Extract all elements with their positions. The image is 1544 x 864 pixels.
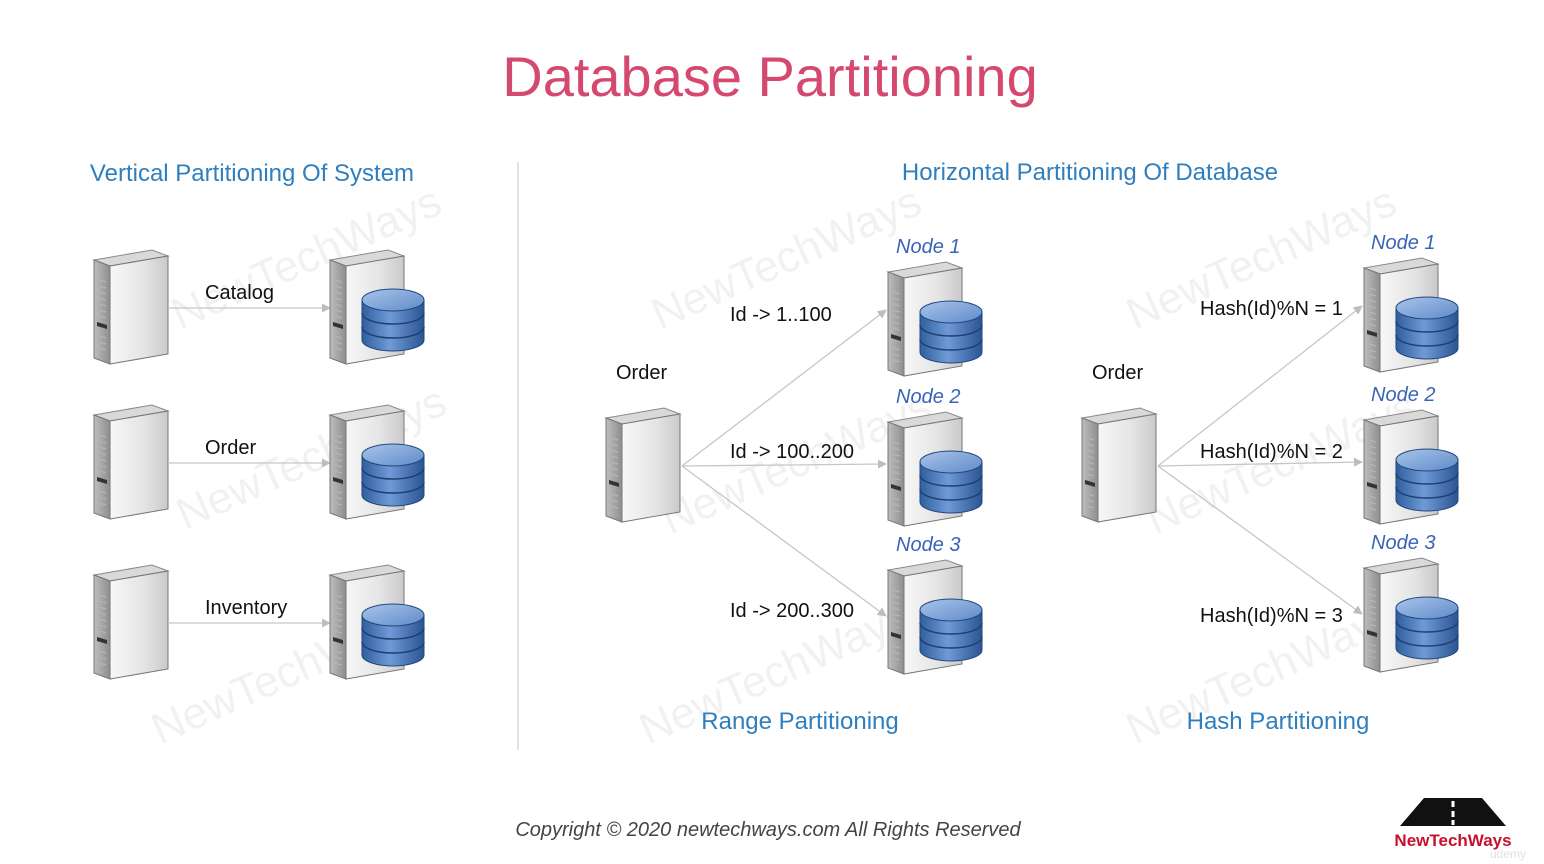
arrow-icon [1157, 457, 1363, 467]
node-label: Node 2 [896, 386, 961, 408]
node-label: Node 1 [1371, 232, 1436, 254]
database-icon [919, 300, 983, 364]
database-icon [1395, 448, 1459, 512]
udemy-badge: udemy [1490, 847, 1526, 861]
hash-caption: Hash Partitioning [1187, 708, 1370, 735]
brand-name: NewTechWays [1394, 831, 1511, 850]
database-icon [919, 598, 983, 662]
node-label: Node 3 [1371, 532, 1436, 554]
partition-rule-label: Hash(Id)%N = 3 [1200, 605, 1343, 627]
service-label: Inventory [205, 597, 287, 619]
node-label: Node 2 [1371, 384, 1436, 406]
arrow-icon [1157, 305, 1363, 467]
app-server-icon [93, 249, 169, 365]
horizontal-heading: Horizontal Partitioning Of Database [902, 159, 1278, 186]
page-title: Database Partitioning [502, 45, 1037, 108]
arrow-icon [681, 465, 887, 617]
brand-logo: NewTechWays udemy [1394, 798, 1526, 861]
range-caption: Range Partitioning [701, 708, 898, 735]
arrow-icon [681, 459, 887, 469]
arrow-icon [1157, 465, 1363, 615]
arrow-icon [681, 309, 887, 467]
partition-rule-label: Hash(Id)%N = 2 [1200, 441, 1343, 463]
app-server-icon [93, 404, 169, 520]
service-label: Catalog [205, 282, 274, 304]
service-label: Order [205, 437, 256, 459]
source-label: Order [1092, 362, 1143, 384]
database-icon [361, 603, 425, 667]
node-label: Node 1 [896, 236, 961, 258]
partition-rule-label: Id -> 1..100 [730, 304, 832, 326]
source-server-icon [1081, 407, 1157, 523]
partition-rule-label: Id -> 100..200 [730, 441, 854, 463]
database-icon [1395, 596, 1459, 660]
partition-rule-label: Id -> 200..300 [730, 600, 854, 622]
node-label: Node 3 [896, 534, 961, 556]
database-icon [1395, 296, 1459, 360]
database-icon [361, 288, 425, 352]
source-server-icon [605, 407, 681, 523]
copyright-text: Copyright © 2020 newtechways.com All Rig… [515, 819, 1021, 841]
database-icon [919, 450, 983, 514]
vertical-heading: Vertical Partitioning Of System [90, 160, 414, 187]
database-icon [361, 443, 425, 507]
app-server-icon [93, 564, 169, 680]
source-label: Order [616, 362, 667, 384]
partition-rule-label: Hash(Id)%N = 1 [1200, 298, 1343, 320]
